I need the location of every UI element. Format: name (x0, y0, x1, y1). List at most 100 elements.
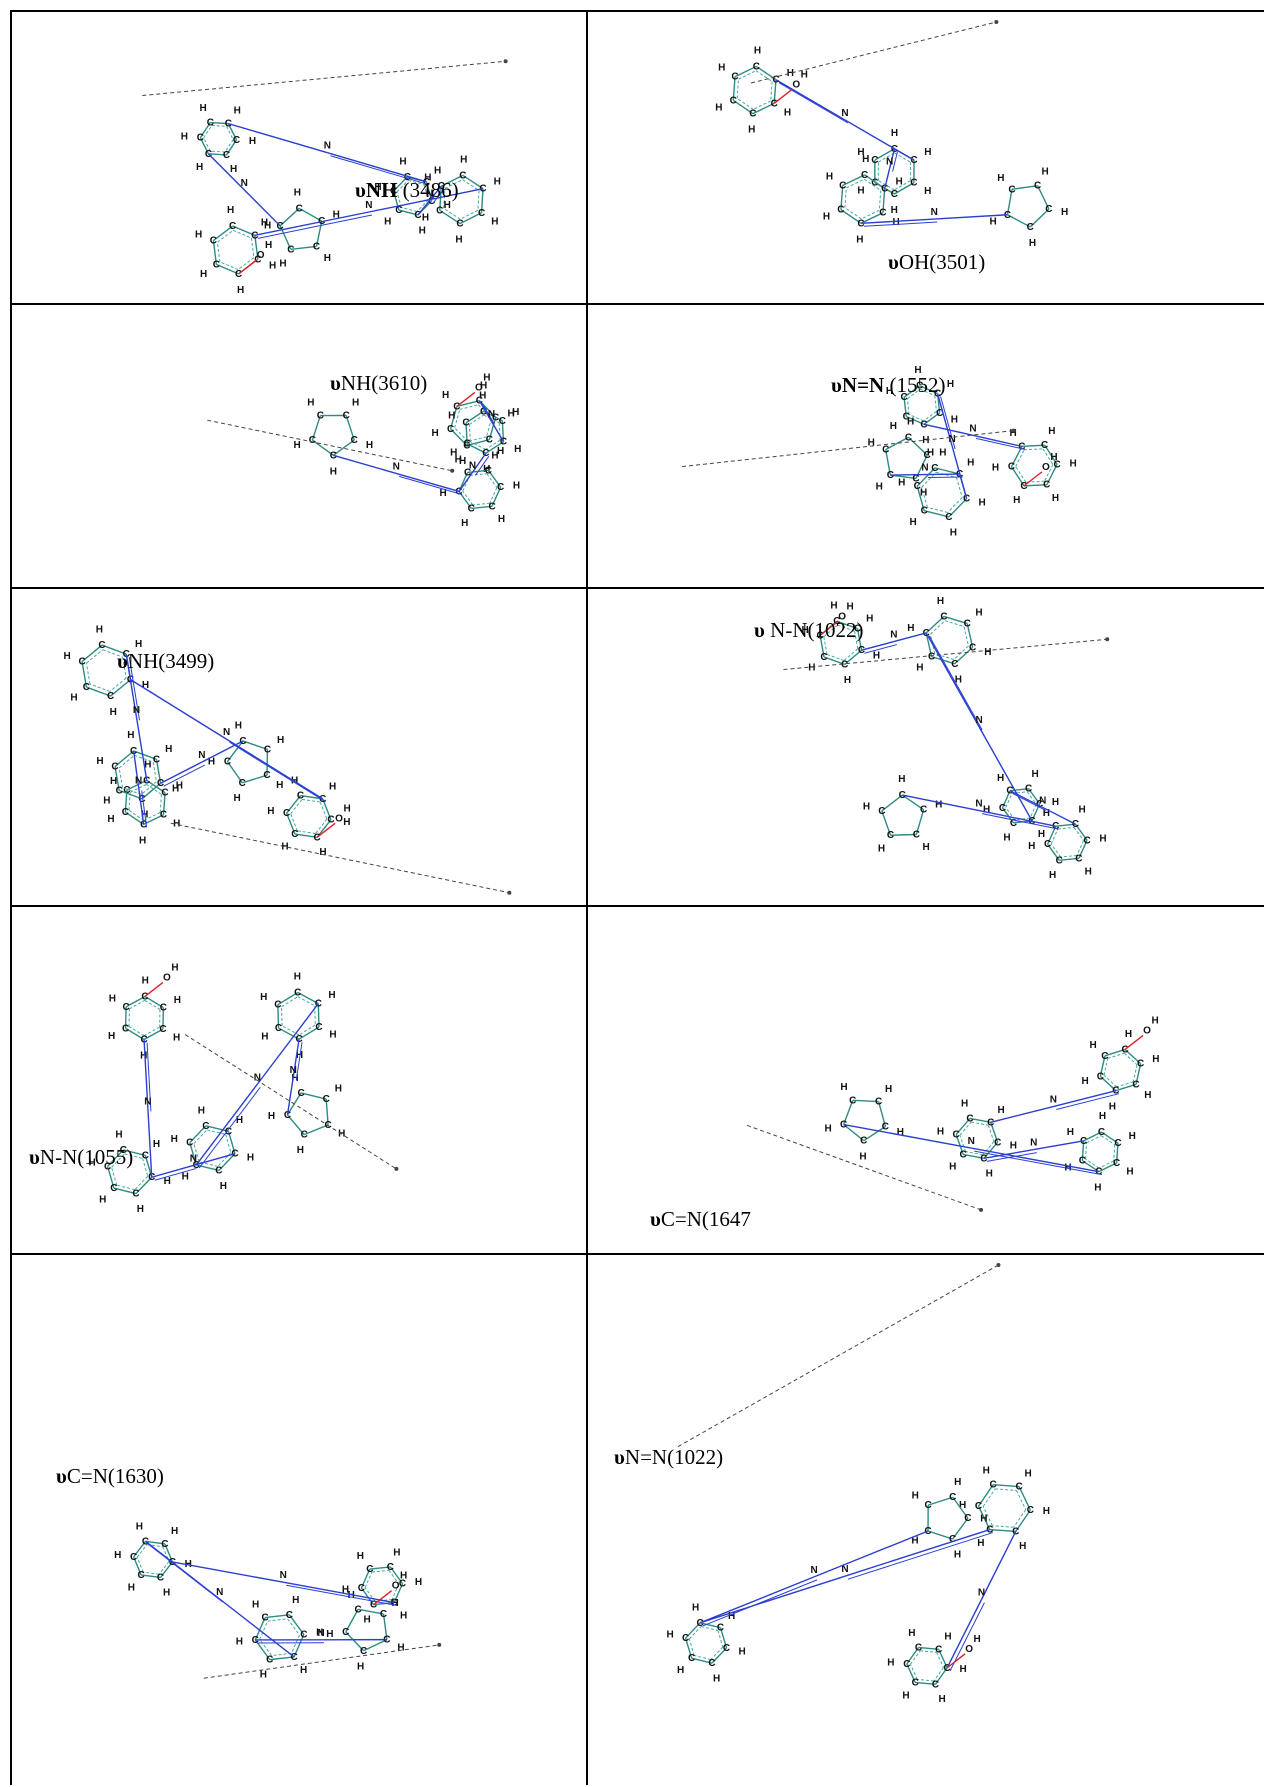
aromatic-bond (134, 1175, 149, 1191)
atom-label: C (485, 465, 492, 476)
atom-label: N (841, 1564, 848, 1575)
atom-label: H (173, 1032, 180, 1043)
mode-frequency: (1647 (701, 1207, 751, 1231)
ring-bond (227, 123, 238, 141)
atom-label: H (393, 1547, 400, 1558)
aromatic-bond (143, 812, 161, 821)
atom-label: H (144, 759, 151, 770)
azo-bond (983, 1148, 1034, 1160)
atom-label: C (1095, 1167, 1102, 1178)
atom-label: H (448, 410, 455, 421)
atom-label: C (949, 1492, 956, 1503)
atom-label: C (882, 1121, 889, 1132)
ring-bond (466, 439, 490, 447)
aromatic-bond (906, 398, 910, 415)
ring-bond (890, 833, 917, 836)
atom-label: H (866, 613, 873, 624)
atom-label: H (200, 103, 207, 114)
aromatic-bond (122, 787, 142, 795)
ring-bond (143, 1028, 164, 1041)
ring-bond (141, 1574, 161, 1579)
aromatic-bond (987, 1125, 995, 1142)
aromatic-bond (982, 1506, 993, 1526)
oxygen-bond (316, 822, 336, 838)
aromatic-bond (217, 229, 234, 243)
atom-label: H (878, 843, 885, 854)
aromatic-bond (823, 624, 838, 638)
atom-label: H (1049, 870, 1056, 881)
ring-bond (966, 623, 974, 648)
atom-label: C (284, 1110, 291, 1121)
ring-bond (1099, 1055, 1106, 1077)
ring-bond (993, 1483, 1020, 1488)
ring-bond (863, 1125, 886, 1142)
ring-bond (1015, 1509, 1031, 1532)
table-border-row3 (10, 905, 1264, 907)
ring-bond (114, 750, 135, 768)
aromatic-bond (122, 657, 127, 679)
atom-label: C (478, 208, 485, 219)
atom-label: H (1099, 1111, 1106, 1122)
atom-label: H (857, 186, 864, 197)
aromatic-bond (861, 209, 880, 220)
ring-bond (884, 449, 892, 476)
ring-bond (118, 789, 143, 800)
atom-label: C (860, 1136, 867, 1147)
aromatic-bond (1005, 793, 1013, 808)
atom-label: C (254, 254, 261, 265)
aromatic-bond (486, 473, 498, 488)
atom-label: H (236, 1115, 243, 1126)
ring-bond (297, 991, 319, 1005)
ring-bond (952, 1496, 969, 1519)
atom-label: C (213, 260, 220, 271)
atom-label: C (875, 1097, 882, 1108)
ring-bond (242, 740, 268, 751)
aromatic-bond (717, 1630, 724, 1648)
atom-label: H (923, 842, 930, 853)
atom-label: C (360, 1646, 367, 1657)
azo-bond (844, 119, 915, 161)
mode-label: υC=N(1630) (56, 1466, 164, 1487)
aromatic-bond (907, 388, 921, 400)
atom-label: C (159, 1024, 166, 1035)
atom-label: C (816, 630, 823, 641)
atom-label: H (826, 171, 833, 182)
aromatic-bond (86, 649, 104, 664)
atom-label: C (953, 1129, 960, 1140)
atom-label: H (459, 456, 466, 467)
aromatic-bond (193, 1129, 208, 1144)
aromatic-bond (408, 179, 425, 185)
aromatic-bond (290, 813, 298, 832)
ring-bond (212, 225, 234, 242)
ring-bond (369, 1566, 391, 1570)
atom-label: H (384, 216, 391, 227)
atom-label: H (366, 440, 373, 451)
atom-label: H (1010, 428, 1017, 439)
molecule-diagram: CHCHCHCHCHCHCHCHCHCHCHCHCHCHCHCHCHCHCHCH… (666, 1263, 1050, 1705)
ring-bond (373, 1601, 395, 1606)
atom-label: H (666, 1629, 673, 1640)
ring-bond (226, 761, 243, 784)
atom-label: C (940, 611, 947, 622)
atom-label: H (902, 1690, 909, 1701)
atom-label: H (677, 1665, 684, 1676)
azo-bond (417, 200, 431, 216)
atom-label: C (912, 473, 919, 484)
atom-label: C (120, 1145, 127, 1156)
azo-bond (151, 1164, 194, 1178)
ring-bond (212, 240, 218, 265)
ring-bond (143, 814, 164, 826)
aromatic-bond (85, 663, 91, 685)
aromatic-bond (878, 180, 895, 191)
azo-double-bond (864, 644, 897, 654)
atom-label: H (431, 428, 438, 439)
aromatic-bond (1057, 826, 1075, 830)
aromatic-bond (146, 783, 162, 795)
azo-double-bond (211, 156, 248, 194)
aromatic-bond (314, 1005, 316, 1025)
mode-frequency: (3501) (929, 250, 986, 274)
atom-label: C (858, 645, 865, 656)
ring-bond (360, 1587, 375, 1606)
ring-bond (290, 245, 317, 251)
atom-label: C (351, 435, 358, 446)
